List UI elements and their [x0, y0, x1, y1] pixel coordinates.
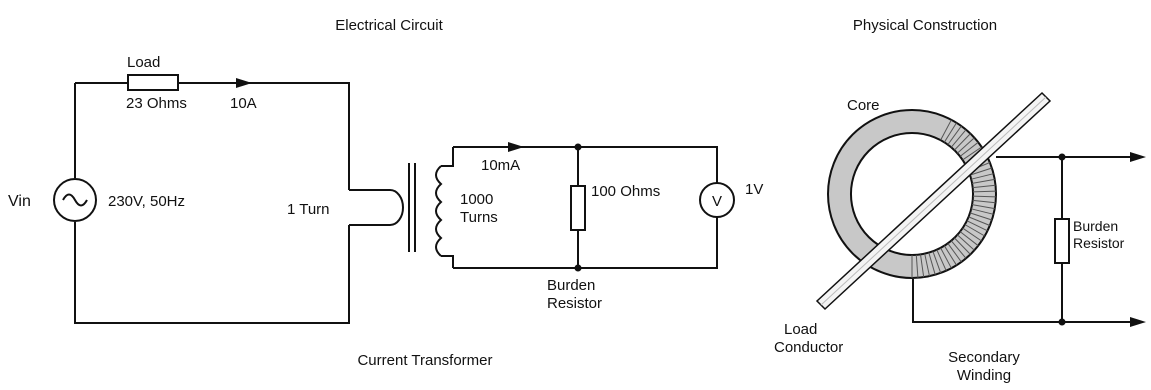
secondary-current-label: 10mA [481, 157, 520, 174]
phys-burden-resistor [1054, 218, 1070, 264]
winding-turn [972, 195, 996, 198]
voltmeter [699, 182, 735, 218]
winding-turn [972, 178, 995, 184]
winding-turn [969, 212, 993, 221]
winding-turn [915, 254, 919, 278]
winding-turn [971, 173, 994, 180]
phys-burden-label-line1: Burden [1073, 218, 1118, 234]
winding-turn [972, 204, 995, 210]
winding-turn [959, 141, 979, 157]
secondary-wire-top [453, 146, 718, 183]
primary-current-arrow-icon [236, 78, 252, 88]
phys-burden-label-line2: Resistor [1073, 235, 1125, 251]
winding-label-line1: Secondary [948, 349, 1020, 366]
conductor-label-line1: Load [784, 321, 817, 338]
output-arrow-top-icon [1130, 152, 1146, 162]
turns-label-line1: 1000 [460, 191, 493, 208]
output-arrow-bottom-icon [1130, 317, 1146, 327]
burden-label-line2: Resistor [547, 295, 602, 312]
winding-turn [959, 231, 979, 247]
winding-turn [962, 227, 982, 242]
core-label: Core [847, 97, 880, 114]
winding-turn [964, 224, 985, 237]
junction-dot-bottom [574, 264, 582, 272]
winding-turn [969, 167, 993, 176]
conductor-label-line2: Conductor [774, 339, 843, 356]
secondary-wire-bottom [453, 217, 718, 269]
winding-turn [966, 220, 988, 232]
winding-turn [940, 119, 952, 141]
winding-turn [956, 234, 975, 251]
source-rating-label: 230V, 50Hz [108, 193, 185, 210]
secondary-coil-icon [435, 165, 443, 257]
winding-turn [950, 240, 967, 259]
primary-wire-top-right [178, 82, 350, 190]
burden-label-line1: Burden [547, 277, 595, 294]
primary-current-label: 10A [230, 95, 257, 112]
ac-sine-icon [62, 193, 88, 207]
turns-label-line2: Turns [460, 209, 498, 226]
winding-turn [972, 199, 996, 204]
primary-wire-bottom [74, 222, 350, 324]
winding-turn [954, 133, 971, 151]
winding-turn [956, 137, 975, 154]
primary-one-turn-loop [349, 189, 404, 226]
burden-resistance-label: 100 Ohms [591, 183, 660, 200]
winding-turn [972, 190, 996, 193]
source-label: Vin [8, 193, 31, 210]
winding-turn [962, 146, 982, 161]
winding-turn [968, 216, 991, 226]
winding-turn [928, 252, 936, 275]
burden-resistor [570, 185, 586, 231]
winding-turn [971, 208, 994, 215]
load-resistance-label: 23 Ohms [126, 95, 187, 112]
junction-dot-top [574, 143, 582, 151]
physical-construction: Core Burden Resistor Load Conductor Seco… [774, 91, 1146, 384]
load-conductor-highlight [820, 96, 1047, 306]
winding-turn [972, 184, 996, 189]
winding-turn [920, 254, 925, 278]
load-resistor [127, 74, 179, 91]
winding-turn [936, 249, 947, 271]
secondary-circuit: V 10mA 1000 Turns 100 Ohms 1V Burden Res… [408, 142, 763, 312]
winding-turn [940, 247, 952, 269]
load-label: Load [127, 54, 160, 71]
coil-lead-top [441, 147, 454, 167]
physical-construction-title: Physical Construction [853, 17, 997, 34]
winding-turn [947, 243, 962, 263]
current-transformer-title: Current Transformer [357, 352, 492, 369]
winding-turn [943, 122, 957, 143]
toroid-core [827, 108, 997, 280]
voltmeter-reading-label: 1V [745, 181, 763, 198]
coil-lead-bottom [441, 255, 454, 268]
winding-turn [950, 129, 967, 148]
winding-turn [924, 253, 930, 277]
secondary-current-arrow-icon [508, 142, 524, 152]
phys-junction-dot-top [1058, 153, 1066, 161]
winding-label-line2: Winding [957, 367, 1011, 384]
phys-junction-dot-bottom [1058, 318, 1066, 326]
winding-turn [943, 245, 957, 266]
winding-turn [932, 251, 942, 274]
winding-lead-bottom [912, 279, 1138, 323]
primary-circuit: Load 23 Ohms 10A Vin 230V, 50Hz 1 Turn [8, 54, 404, 324]
winding-turn [947, 125, 962, 145]
electrical-circuit-title: Electrical Circuit [335, 17, 443, 34]
winding-turn [954, 237, 971, 255]
voltmeter-symbol: V [712, 193, 722, 210]
primary-turns-label: 1 Turn [287, 201, 330, 218]
